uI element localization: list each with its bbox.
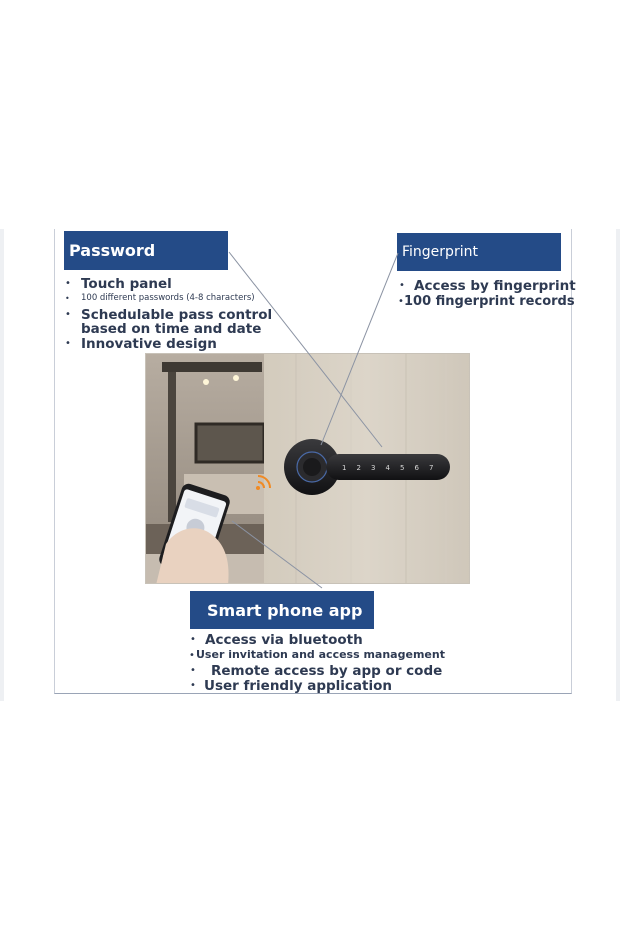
bullet: • (190, 634, 196, 645)
app-item-friendly: User friendly application (204, 678, 392, 694)
app-item-bluetooth: Access via bluetooth (205, 632, 363, 648)
password-item-schedulable: Schedulable pass control (81, 307, 273, 323)
product-photo: 1 2 3 4 5 6 7 (145, 353, 470, 584)
password-item-touch-panel: Touch panel (81, 276, 172, 292)
app-item-invitation: User invitation and access management (196, 648, 445, 661)
keypad-digit: 4 (386, 464, 391, 472)
app-item-remote: Remote access by app or code (211, 663, 443, 679)
bullet: • (399, 280, 405, 291)
keypad-digit: 1 (342, 464, 346, 472)
password-item-time-date: based on time and date (81, 321, 262, 337)
keypad-digit: 2 (357, 464, 361, 472)
smart-phone-app-heading: Smart phone app (190, 591, 374, 629)
keypad-digit: 6 (415, 464, 420, 472)
fingerprint-item-access: Access by fingerprint (414, 278, 576, 294)
bullet: • (65, 309, 71, 320)
keypad-digit: 7 (429, 464, 433, 472)
keypad-digit: 5 (400, 464, 404, 472)
fingerprint-item-records: 100 fingerprint records (404, 294, 575, 309)
bullet: • (190, 665, 196, 676)
keypad-digit: 3 (371, 464, 375, 472)
bullet: • (65, 294, 70, 303)
bullet: • (190, 680, 196, 691)
password-item-count: 100 different passwords (4-8 characters) (81, 293, 255, 303)
fingerprint-heading: Fingerprint (397, 233, 561, 271)
infographic-frame (54, 229, 572, 694)
left-edge-strip (0, 229, 4, 701)
right-edge-strip (616, 229, 620, 701)
password-heading: Password (64, 231, 228, 270)
bullet: • (65, 338, 71, 349)
bullet: • (398, 296, 404, 307)
password-item-design: Innovative design (81, 336, 217, 352)
bullet: • (189, 650, 195, 661)
bullet: • (65, 278, 71, 289)
